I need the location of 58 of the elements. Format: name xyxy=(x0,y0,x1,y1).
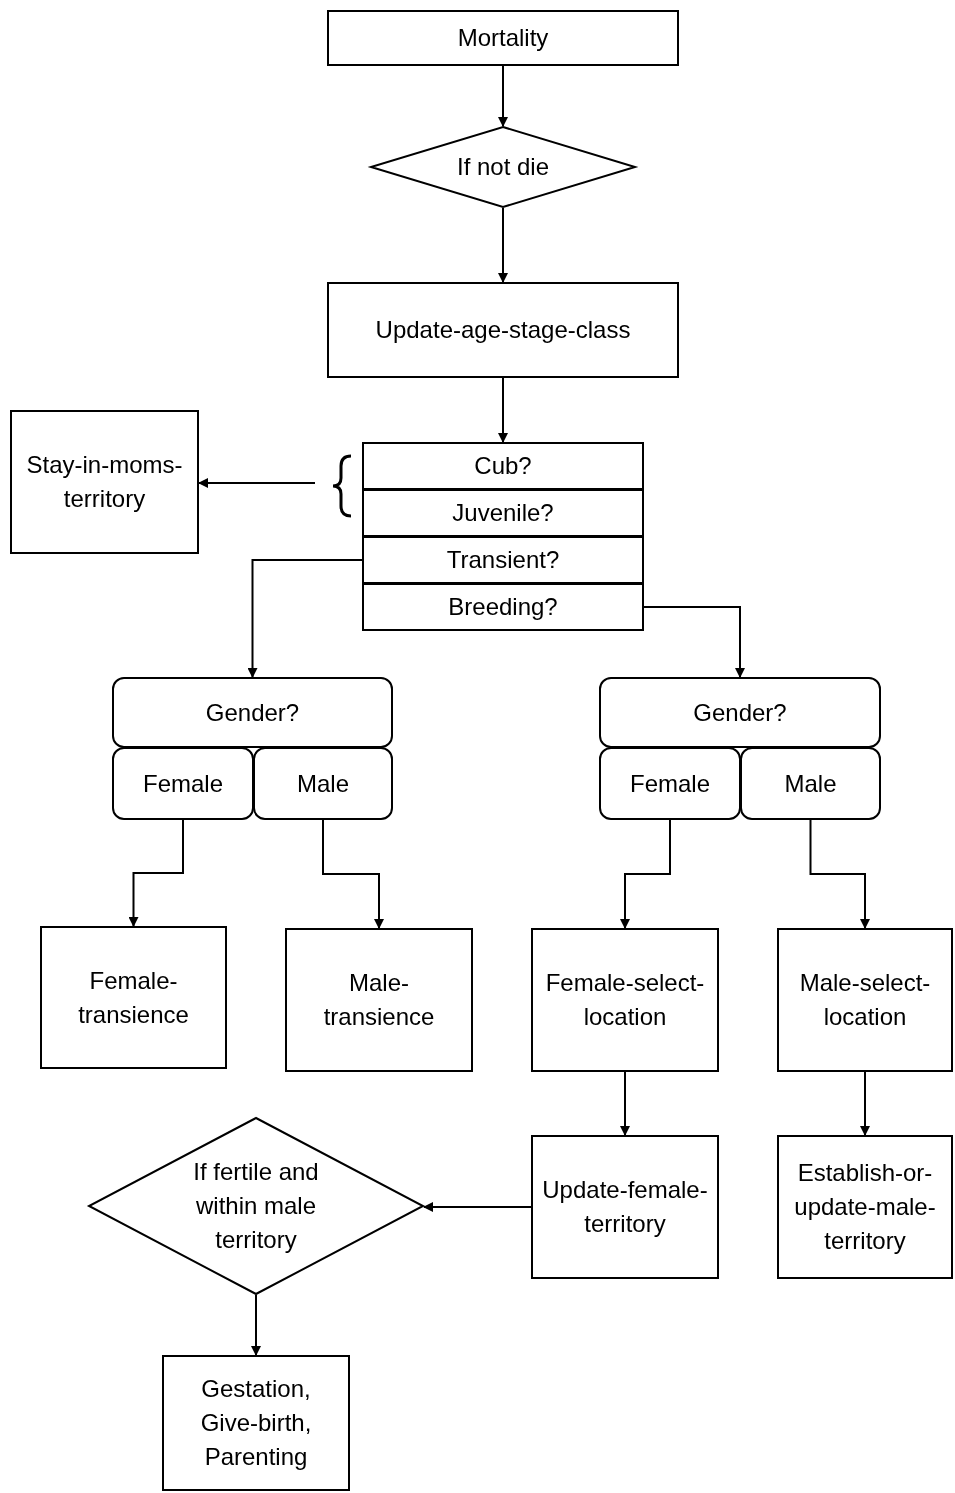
node-label: If not die xyxy=(455,152,551,182)
node-label: Breeding? xyxy=(447,592,559,622)
node-label: Establish-or-update-male-territory xyxy=(793,1158,937,1256)
process-box xyxy=(777,1135,953,1279)
rounded-box xyxy=(599,677,881,748)
node-label: Female-select-location xyxy=(544,968,706,1032)
arrow xyxy=(423,1202,532,1212)
node-label: Male xyxy=(296,768,350,799)
process-box xyxy=(777,928,953,1072)
decision-diamond xyxy=(370,126,636,208)
arrow xyxy=(498,65,508,127)
decision-diamond xyxy=(88,1117,424,1295)
node-label: Gender? xyxy=(204,697,301,728)
rounded-box xyxy=(740,747,881,820)
node-label: Stay-in-moms-territory xyxy=(25,450,184,514)
node-label: Transient? xyxy=(445,545,561,575)
arrow xyxy=(809,819,870,929)
arrow xyxy=(860,1071,870,1136)
arrow xyxy=(128,819,184,927)
process-box xyxy=(162,1355,350,1491)
arrow xyxy=(498,207,508,283)
arrow xyxy=(247,559,363,678)
rounded-box xyxy=(599,747,741,820)
process-box xyxy=(285,928,473,1072)
node-label: Cub? xyxy=(473,451,533,481)
arrow xyxy=(498,377,508,443)
arrow xyxy=(620,819,671,929)
node-label: Update-age-stage-class xyxy=(374,315,632,345)
node-label: Female-transience xyxy=(77,965,190,1030)
node-label: Female xyxy=(142,768,224,799)
node-label: Juvenile? xyxy=(451,498,555,528)
process-box xyxy=(362,536,644,584)
arrow xyxy=(322,819,384,929)
arrow xyxy=(251,1294,261,1356)
node-label: Female xyxy=(629,768,711,799)
arrow xyxy=(620,1071,630,1136)
process-box xyxy=(531,1135,719,1279)
process-box xyxy=(40,926,227,1069)
node-label: If fertile and within male territory xyxy=(192,1157,320,1255)
rounded-box xyxy=(112,677,393,748)
node-label: Male xyxy=(783,768,838,799)
process-box xyxy=(327,10,679,66)
arrow xyxy=(643,606,745,678)
node-label: Gender? xyxy=(692,697,788,728)
process-box xyxy=(531,928,719,1072)
node-label: Male-transience xyxy=(322,968,436,1032)
process-box xyxy=(327,282,679,378)
process-box xyxy=(362,442,644,490)
rounded-box xyxy=(112,747,254,820)
arrow xyxy=(198,478,316,488)
node-label: Mortality xyxy=(456,23,550,53)
process-box xyxy=(362,583,644,631)
node-label: Update-female-territory xyxy=(541,1175,709,1239)
process-box xyxy=(362,489,644,537)
rounded-box xyxy=(253,747,393,820)
node-label: Male-select-location xyxy=(798,968,932,1032)
process-box xyxy=(10,410,199,554)
node-label: Gestation, Give-birth, Parenting xyxy=(199,1374,313,1472)
